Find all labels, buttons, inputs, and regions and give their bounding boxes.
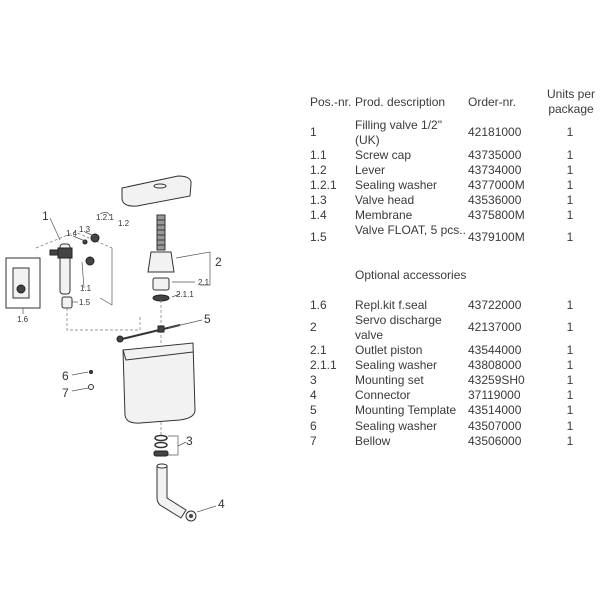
cell-pos: 7 <box>310 434 317 448</box>
cell-order: 43514000 <box>468 403 522 417</box>
callout-1-5: 1.5 <box>79 298 91 307</box>
cell-desc: Sealing washer <box>355 178 438 192</box>
callout-2-1: 2.1 <box>198 278 210 287</box>
cistern-tank <box>122 342 196 435</box>
cell-pos: 2.1.1 <box>310 358 337 372</box>
cell-desc: Filling valve 1/2" (UK) <box>355 118 442 147</box>
callout-5: 5 <box>204 312 211 326</box>
cell-order: 43722000 <box>468 298 522 312</box>
cell-units: 1 <box>566 373 574 387</box>
cell-pos: 1.2.1 <box>310 178 337 192</box>
filling-valve <box>35 212 141 331</box>
callout-7: 7 <box>62 386 69 400</box>
cell-pos: 1.4 <box>310 208 327 222</box>
cell-order: 43507000 <box>468 419 522 433</box>
cell-desc: Mounting set <box>355 373 424 387</box>
exploded-parts-diagram: 1 1.1 1.2 1.2.1 1.3 1.4 1.5 1.6 2 2.1 2.… <box>5 175 225 522</box>
callout-1-1: 1.1 <box>80 284 92 293</box>
callout-3: 3 <box>186 434 193 448</box>
cell-desc: Screw cap <box>355 148 412 162</box>
callout-1-4: 1.4 <box>66 229 78 238</box>
cell-desc: Repl.kit f.seal <box>355 298 428 312</box>
cell-units: 1 <box>566 388 574 402</box>
cell-order: 4379100M <box>468 230 525 244</box>
servo-discharge-valve <box>147 214 211 345</box>
callout-1-2-1: 1.2.1 <box>96 213 114 222</box>
sealing-washer-6 <box>89 370 93 374</box>
cell-pos: 3 <box>310 373 317 387</box>
callout-2-1-1: 2.1.1 <box>176 290 194 299</box>
cell-pos: 2 <box>310 320 317 334</box>
callout-1: 1 <box>42 209 49 223</box>
cell-desc: Sealing washer <box>355 358 438 372</box>
cell-order: 43544000 <box>468 343 522 357</box>
cell-pos: 2.1 <box>310 343 327 357</box>
callout-1-3: 1.3 <box>79 225 91 234</box>
cell-order: 43506000 <box>468 434 522 448</box>
cell-units: 1 <box>566 419 574 433</box>
cell-order: 42181000 <box>468 125 522 139</box>
cell-order: 42137000 <box>468 320 522 334</box>
cell-units: 1 <box>566 178 574 192</box>
callout-6: 6 <box>62 369 69 383</box>
cell-order: 4377000M <box>468 178 525 192</box>
cell-units: 1 <box>566 163 574 177</box>
cell-units: 1 <box>566 148 574 162</box>
cell-pos: 1.1 <box>310 148 327 162</box>
cell-order: 43808000 <box>468 358 522 372</box>
cell-units: 1 <box>566 193 574 207</box>
callout-2: 2 <box>215 255 222 269</box>
cell-units: 1 <box>566 208 574 222</box>
cell-order: 43536000 <box>468 193 522 207</box>
cell-units: 1 <box>566 298 574 312</box>
callout-1-6: 1.6 <box>17 315 29 324</box>
cell-desc: Connector <box>355 388 411 402</box>
cell-desc: Bellow <box>355 434 391 448</box>
cell-units: 1 <box>566 403 574 417</box>
flush-bend <box>156 463 217 522</box>
mounting-template <box>116 319 203 343</box>
callout-1-2: 1.2 <box>118 219 130 228</box>
header-description: Prod. description <box>355 95 446 109</box>
header-order: Order-nr. <box>468 95 517 109</box>
cell-units: 1 <box>566 343 574 357</box>
cell-desc: Lever <box>355 163 386 177</box>
cell-desc: Valve FLOAT, 5 pcs.. <box>355 223 466 237</box>
repl-kit-box <box>5 257 41 314</box>
cell-pos: 1.2 <box>310 163 327 177</box>
cell-pos: 4 <box>310 388 317 402</box>
cell-units: 1 <box>566 125 574 139</box>
cell-desc: Mounting Template <box>355 403 457 417</box>
cell-order: 4375800M <box>468 208 525 222</box>
header-units: Units per package <box>546 87 596 116</box>
cell-order: 43734000 <box>468 163 522 177</box>
section-optional-accessories: Optional accessories <box>355 268 467 282</box>
cell-pos: 5 <box>310 403 317 417</box>
cell-order: 37119000 <box>468 388 521 402</box>
header-pos: Pos.-nr. <box>310 95 352 109</box>
cell-desc: Valve head <box>355 193 415 207</box>
cell-desc: Sealing washer <box>355 419 438 433</box>
cell-pos: 1.6 <box>310 298 327 312</box>
bellow-7 <box>88 384 94 390</box>
cell-pos: 1.3 <box>310 193 327 207</box>
cell-units: 1 <box>566 320 574 334</box>
cell-pos: 1 <box>310 125 317 139</box>
cell-pos: 1.5 <box>310 230 327 244</box>
mounting-set <box>153 434 187 457</box>
cell-pos: 6 <box>310 419 317 433</box>
callout-4: 4 <box>218 497 225 511</box>
cell-desc: Membrane <box>355 208 413 222</box>
cell-units: 1 <box>566 230 574 244</box>
cell-units: 1 <box>566 358 574 372</box>
cell-desc: Servo discharge valve <box>355 313 442 342</box>
cell-desc: Outlet piston <box>355 343 423 357</box>
cell-order: 43259SH0 <box>468 373 525 387</box>
tank-lid <box>121 175 192 207</box>
cell-order: 43735000 <box>468 148 522 162</box>
cell-units: 1 <box>566 434 574 448</box>
